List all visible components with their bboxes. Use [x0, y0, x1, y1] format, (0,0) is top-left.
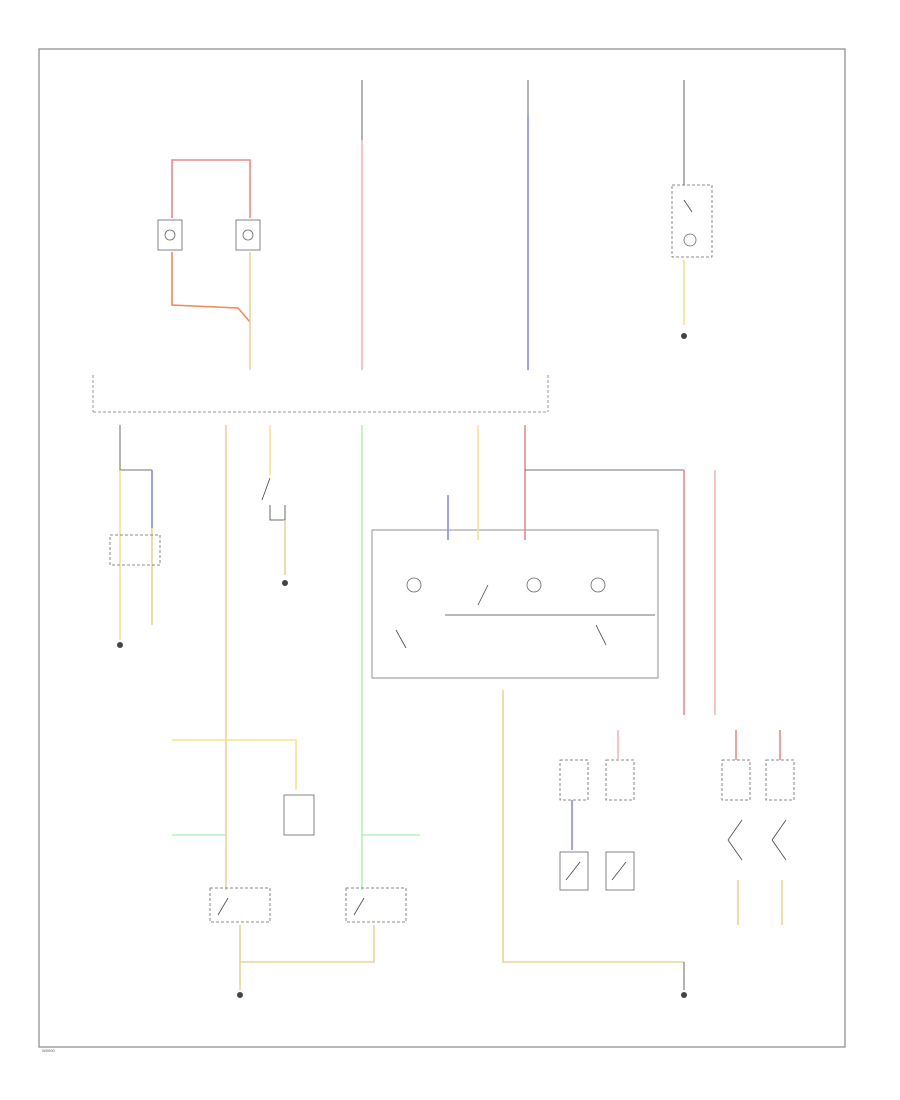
right-switch-contact: [683, 199, 693, 213]
lower-switch-box-2: [345, 887, 407, 923]
right-switch-box: [671, 184, 713, 258]
lower-switch-contact-1: [217, 897, 229, 916]
lower-tan-return: [502, 690, 684, 963]
instrument-cluster: [371, 425, 684, 679]
cluster-lamp-1: [406, 577, 422, 593]
mid-switch-contact: [261, 477, 286, 521]
cluster-switch-1: [395, 629, 407, 649]
lower-right-box-b: [765, 759, 795, 801]
page-code: W0000: [42, 1048, 55, 1053]
right-lamp-symbol: [242, 229, 254, 241]
left-lamp-symbol: [164, 229, 176, 241]
left-lamp-box: [157, 219, 183, 251]
lower-door-switches: [559, 730, 635, 891]
lower-switch-contact-2: [353, 897, 365, 916]
lower-left-switches: [209, 794, 407, 998]
lower-right-contact-b: [771, 819, 787, 861]
right-lamp-box: [235, 219, 261, 251]
red-loop-wire: [171, 159, 251, 218]
lower-right-ground: [681, 992, 687, 998]
diagram-frame: [38, 48, 846, 1048]
cluster-outline: [371, 529, 659, 679]
top-right-switch-lamp: [671, 80, 713, 339]
lower-left-ground: [237, 992, 243, 998]
orange-return-wire: [171, 252, 251, 323]
right-lamp-symbol: [683, 233, 697, 247]
top-left-lamp-group: [157, 159, 261, 370]
right-ground-point: [681, 333, 687, 339]
left-stack-ground: [117, 642, 123, 648]
yellow-tap-wire: [172, 739, 297, 790]
center-connector: [283, 794, 315, 836]
cluster-switch-2: [477, 584, 489, 606]
door-switch-b: [605, 759, 635, 801]
door-contact-a: [559, 851, 589, 891]
lower-return-wire: [239, 925, 375, 963]
lower-right-switches: [721, 730, 795, 925]
cluster-switch-3: [595, 624, 607, 646]
door-contact-b-line: [611, 861, 627, 881]
middle-left-switch: [261, 425, 288, 586]
cluster-lamp-3: [590, 577, 606, 593]
cluster-lamp-2: [526, 577, 542, 593]
left-connector-stack: [109, 425, 161, 648]
door-contact-b: [605, 851, 635, 891]
door-switch-a: [559, 759, 589, 801]
lower-right-contact-a: [727, 819, 743, 861]
left-connector-block: [109, 534, 161, 566]
mid-switch-ground: [282, 580, 288, 586]
door-contact-a-line: [565, 861, 581, 881]
lower-right-box-a: [721, 759, 751, 801]
lower-switch-box-1: [209, 887, 271, 923]
